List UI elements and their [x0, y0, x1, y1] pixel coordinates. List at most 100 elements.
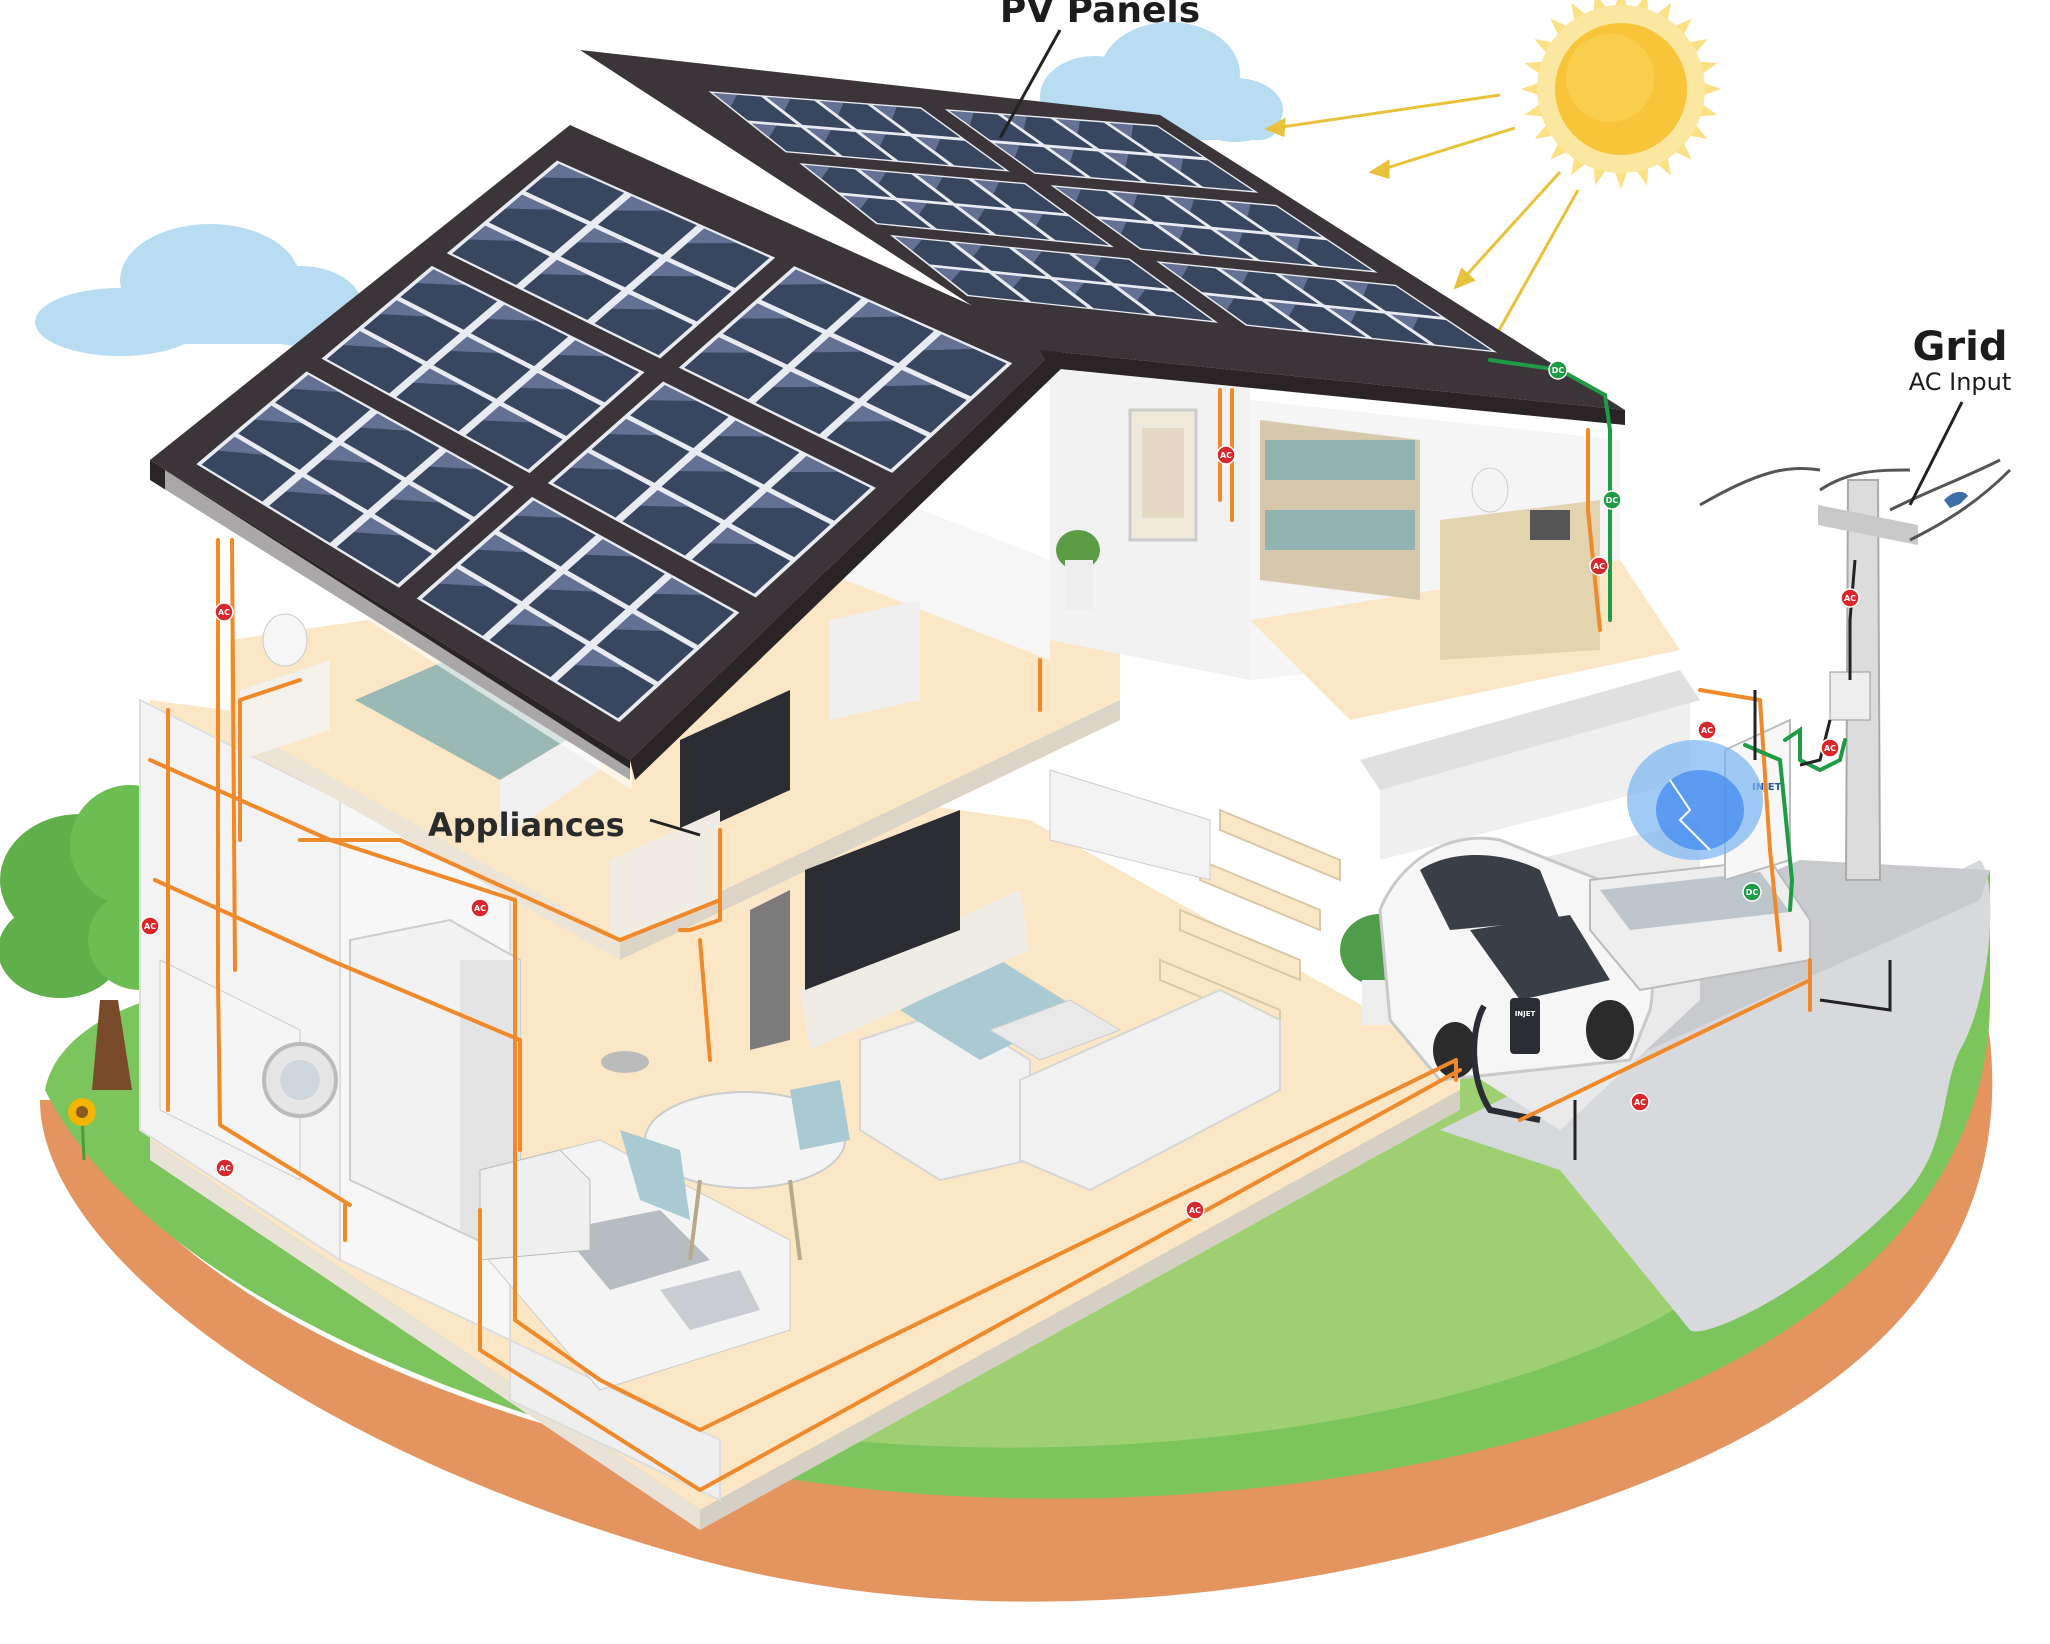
- solar-cell-glare: [640, 490, 690, 507]
- solar-cell-glare: [806, 127, 832, 142]
- solar-panel: [321, 265, 645, 474]
- ac-badge: AC: [1216, 445, 1236, 465]
- solar-cell: [1055, 118, 1149, 153]
- solar-cell: [400, 269, 498, 330]
- solar-cell: [949, 110, 1040, 144]
- solar-cell: [1221, 268, 1319, 305]
- solar-cell-glare: [1100, 219, 1127, 234]
- ac-badge: AC: [214, 602, 234, 622]
- solar-cell: [954, 242, 1047, 277]
- solar-panel: [1156, 261, 1498, 353]
- solar-cell-glare: [1329, 308, 1357, 323]
- solar-cell: [503, 372, 601, 436]
- sun-ray: [1672, 18, 1692, 38]
- solar-cell-glare: [1168, 196, 1195, 212]
- solar-cell-glare: [1390, 314, 1419, 330]
- solar-cell-glare: [611, 294, 661, 310]
- solar-cell: [238, 405, 334, 470]
- solar-cell-glare: [812, 336, 863, 353]
- solar-cell: [766, 97, 852, 129]
- solar-cell-glare: [360, 413, 409, 431]
- solar-cell: [525, 163, 625, 222]
- solar-cell-glare: [842, 195, 869, 210]
- solar-cell: [465, 405, 563, 470]
- solar-cell-glare: [439, 568, 488, 587]
- solar-cell-glare: [687, 228, 737, 244]
- solar-cell-glare: [860, 169, 887, 184]
- solar-cell: [306, 445, 402, 511]
- solar-cell-glare: [709, 527, 759, 545]
- solar-cell-glare: [872, 105, 897, 120]
- solar-cell: [670, 228, 770, 288]
- solar-cell-glare: [749, 491, 799, 509]
- solar-cell: [201, 436, 296, 502]
- solar-cell: [452, 225, 550, 286]
- solar-cell: [700, 420, 800, 485]
- ac-badge-text: AC: [1824, 744, 1836, 753]
- solar-cell: [894, 236, 985, 270]
- sun-ray: [1550, 18, 1570, 38]
- ac-badge: AC: [1630, 1092, 1650, 1112]
- solar-panel: [416, 496, 740, 723]
- solar-cell-glare: [915, 136, 941, 152]
- solar-cell: [1158, 156, 1254, 191]
- solar-panel: [708, 91, 1010, 172]
- solar-cell: [275, 374, 371, 439]
- ac-badge-text: AC: [144, 922, 156, 931]
- solar-cell-glare: [954, 242, 982, 257]
- solar-cell: [1158, 224, 1254, 260]
- solar-cell-glare: [804, 164, 830, 179]
- solar-cell-glare: [507, 608, 556, 627]
- ac-badge: AC: [140, 916, 160, 936]
- solar-cell-glare: [577, 227, 627, 243]
- solar-cell: [713, 92, 797, 125]
- solar-cell: [1267, 301, 1367, 338]
- solar-cell: [1103, 152, 1198, 187]
- solar-cell: [523, 259, 622, 321]
- solar-cell: [498, 500, 596, 567]
- solar-cell-glare: [766, 97, 791, 111]
- ac-badge: AC: [215, 1158, 235, 1178]
- dc-badge-text: DC: [1552, 366, 1565, 375]
- solar-panel: [547, 381, 876, 598]
- solar-cell-glare: [1103, 152, 1129, 167]
- solar-cell: [1281, 274, 1380, 311]
- solar-cell: [269, 477, 364, 543]
- solar-cell-glare: [487, 304, 537, 321]
- ac-badge-text: AC: [218, 608, 230, 617]
- ac-badge-text: AC: [219, 1164, 231, 1173]
- solar-cell-glare: [701, 337, 752, 353]
- ac-badge-text: AC: [1701, 726, 1713, 735]
- solar-cell: [1168, 196, 1264, 232]
- ac-badge: AC: [470, 898, 490, 918]
- solar-cell: [557, 649, 655, 719]
- solar-cell-glare: [614, 196, 665, 211]
- solar-cell-glare: [995, 273, 1023, 288]
- solar-cell-glare: [647, 384, 697, 401]
- solar-cell-glare: [679, 455, 729, 472]
- solar-cell: [819, 101, 906, 134]
- dc-badge-text: DC: [1746, 888, 1759, 897]
- ac-badge-text: AC: [1220, 451, 1232, 460]
- solar-cell: [900, 200, 991, 234]
- solar-cell-glare: [1016, 211, 1043, 226]
- solar-cell: [470, 304, 569, 367]
- solar-cell-glare: [353, 517, 402, 536]
- solar-cell-glare: [883, 369, 935, 387]
- solar-cell: [842, 195, 931, 229]
- solar-cell: [489, 608, 586, 678]
- solar-cell: [636, 577, 734, 646]
- solar-cell-glare: [558, 340, 608, 357]
- solar-cell-glare: [1014, 248, 1042, 263]
- solar-cell: [751, 123, 837, 156]
- ac-badge-text: AC: [1593, 562, 1605, 571]
- solar-cell: [1002, 114, 1094, 149]
- solar-cell: [1016, 211, 1109, 246]
- solar-cell: [995, 273, 1088, 308]
- solar-cell-glare: [850, 301, 902, 318]
- solar-cell-glare: [546, 573, 595, 592]
- solar-cell: [661, 455, 760, 521]
- solar-cell-glare: [1281, 274, 1309, 290]
- sun-icon: [1521, 0, 1721, 189]
